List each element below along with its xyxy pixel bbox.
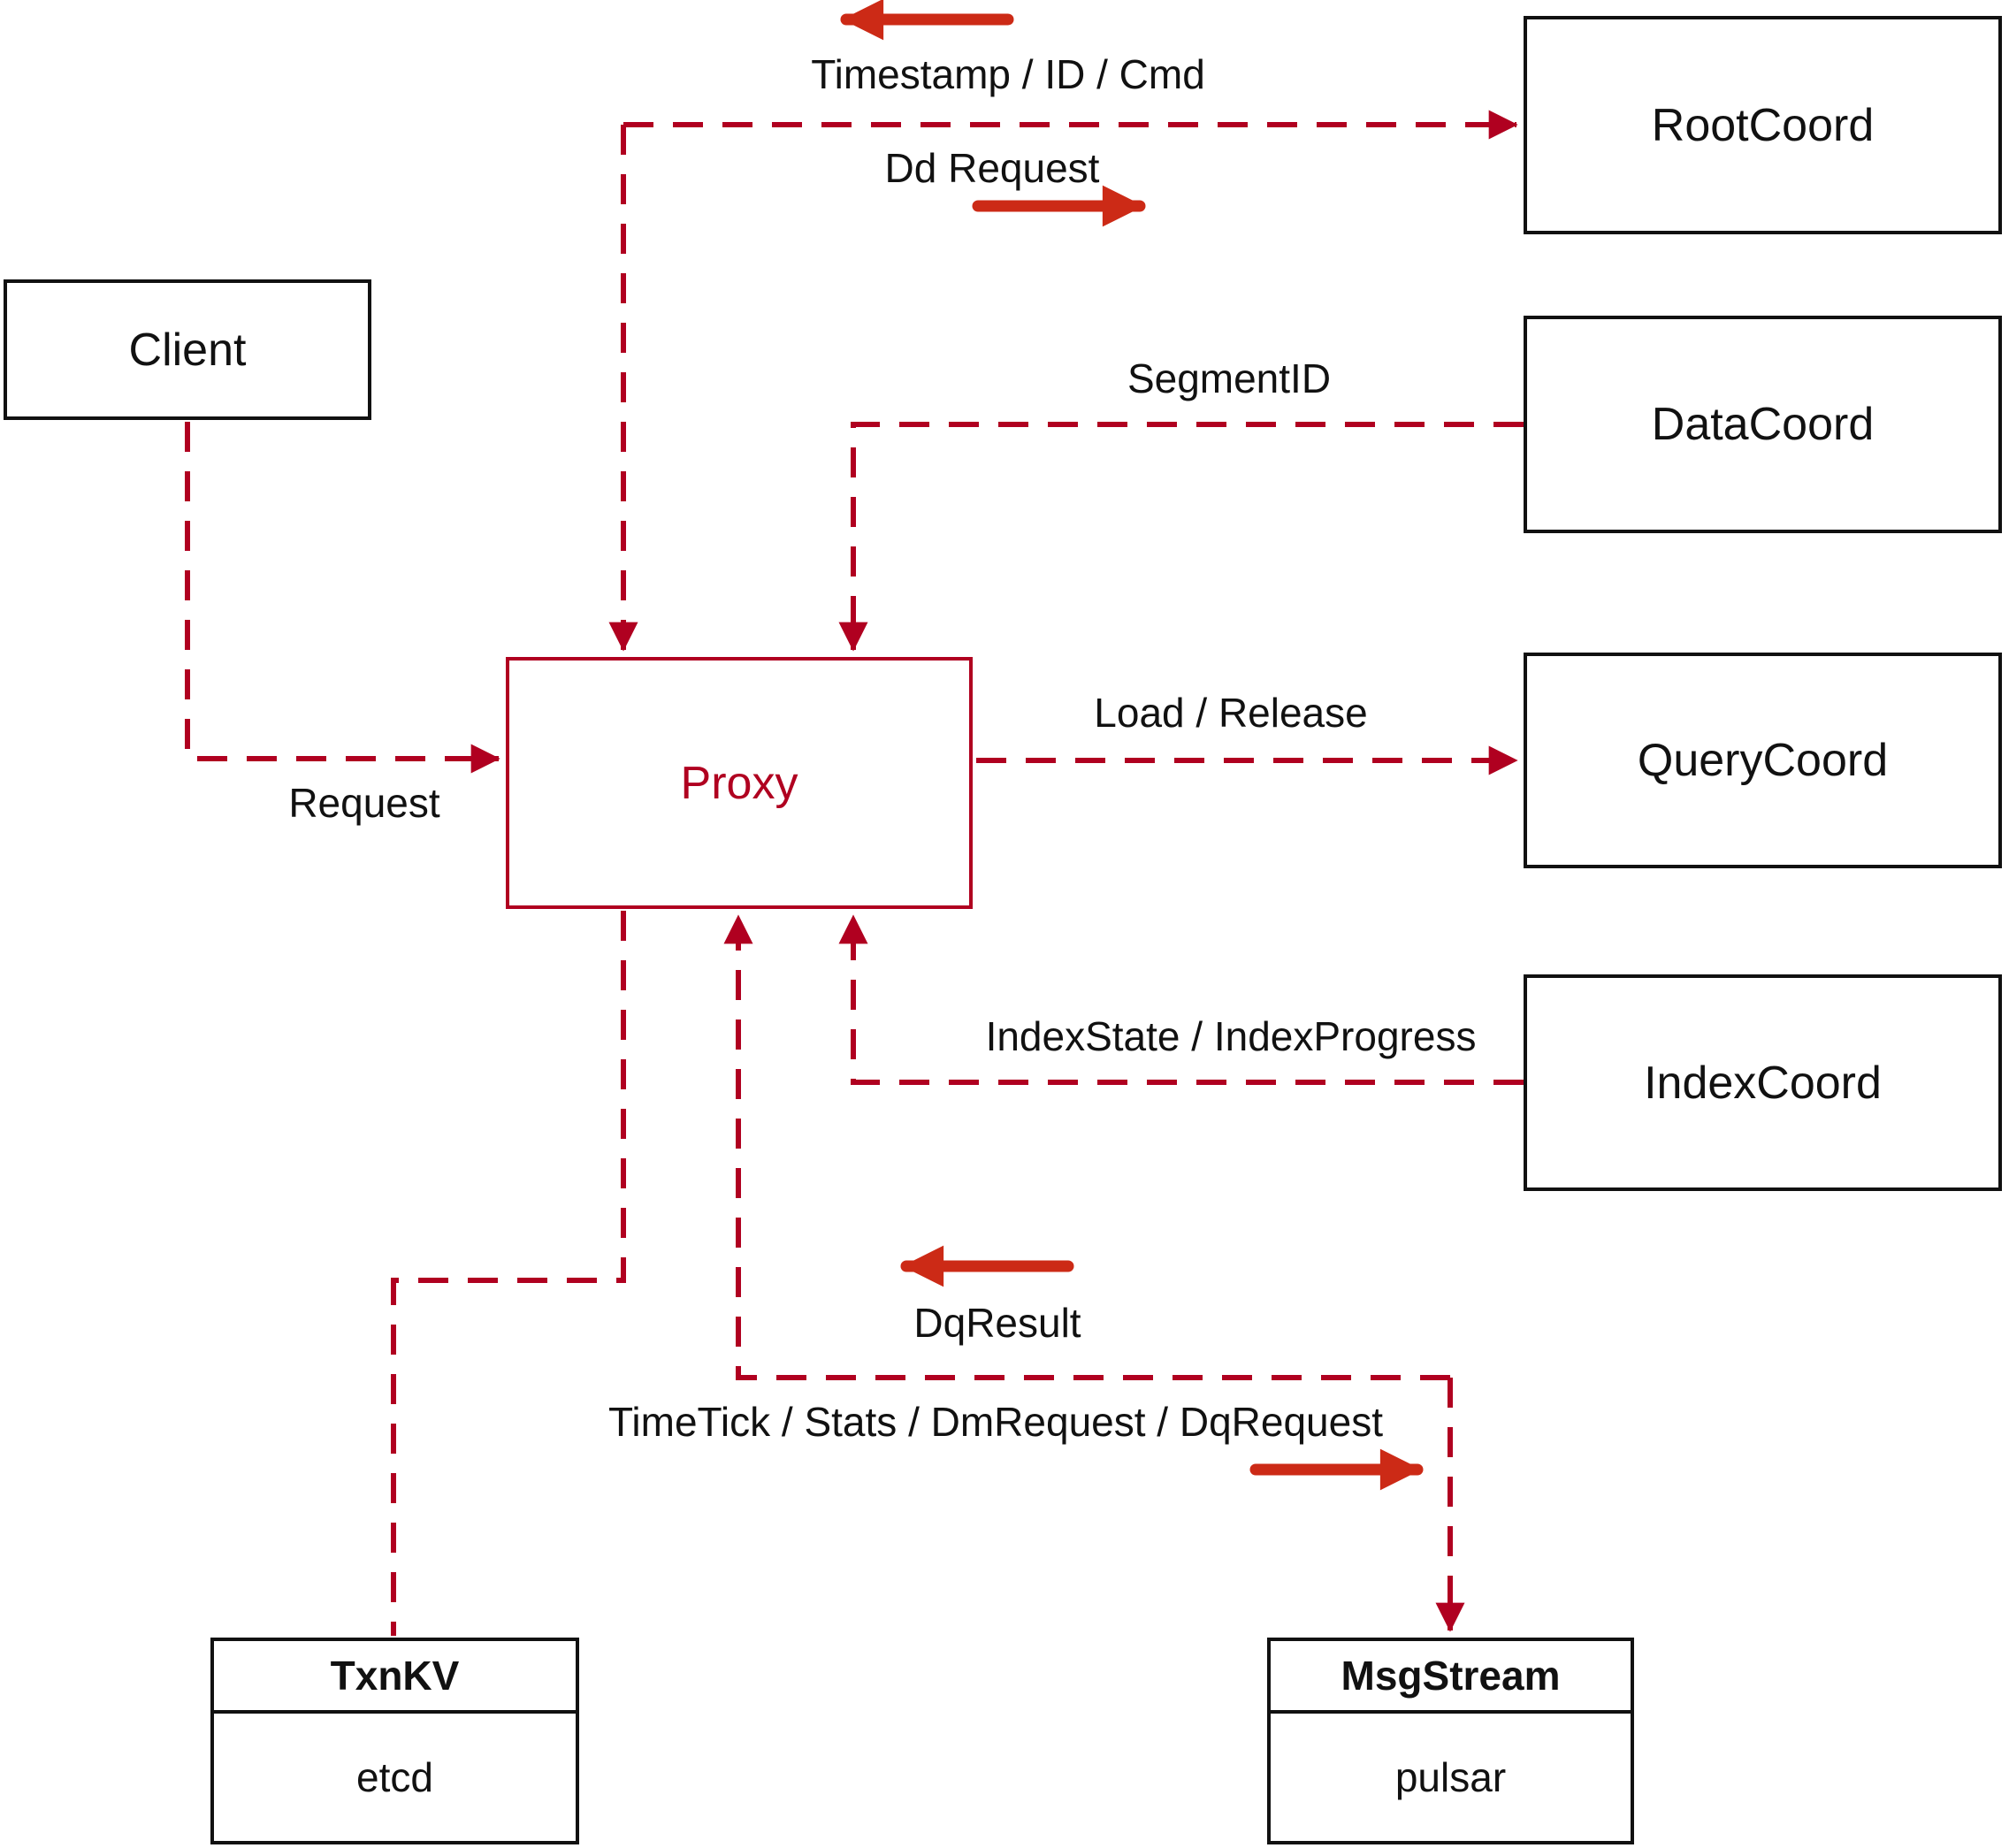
rootcoord-node-label: RootCoord [1651,99,1875,151]
client-proxy-connector [185,422,500,774]
querycoord-node-label: QueryCoord [1637,735,1889,786]
edge-label-dd-request: Dd Request [884,145,1100,191]
indexcoord-node-label: IndexCoord [1644,1057,1882,1109]
edge-label-index-state: IndexState / IndexProgress [985,1013,1477,1059]
querycoord-node: QueryCoord [1524,653,2002,868]
client-node: Client [4,279,371,420]
rootcoord-node: RootCoord [1524,16,2002,234]
msgstream-node: MsgStream pulsar [1267,1638,1634,1844]
edge-label-time-tick: TimeTick / Stats / DmRequest / DqRequest [608,1399,1383,1445]
client-node-label: Client [128,324,247,376]
datacoord-node-label: DataCoord [1651,399,1875,450]
msgstream-node-subtitle: pulsar [1394,1754,1507,1800]
proxy-node-label: Proxy [680,757,798,809]
edge-label-load-release: Load / Release [1094,690,1368,736]
datacoord-node: DataCoord [1524,316,2002,533]
txnkv-node: TxnKV etcd [210,1638,579,1844]
indexcoord-proxy-connector [838,914,1524,1085]
edge-label-request: Request [288,780,440,826]
txnkv-node-subtitle: etcd [356,1754,433,1800]
msgstream-node-title: MsgStream [1271,1641,1631,1714]
edge-label-timestamp: Timestamp / ID / Cmd [811,51,1205,97]
proxy-txnkv-connector [391,911,626,1636]
datacoord-proxy-connector [838,422,1524,652]
msgstream-proxy-connector [723,914,1450,1380]
txnkv-node-title: TxnKV [214,1641,576,1714]
proxy-node: Proxy [506,657,973,909]
edge-label-segment-id: SegmentID [1127,355,1332,401]
edge-label-dq-result: DqResult [913,1300,1081,1346]
indexcoord-node: IndexCoord [1524,974,2002,1191]
